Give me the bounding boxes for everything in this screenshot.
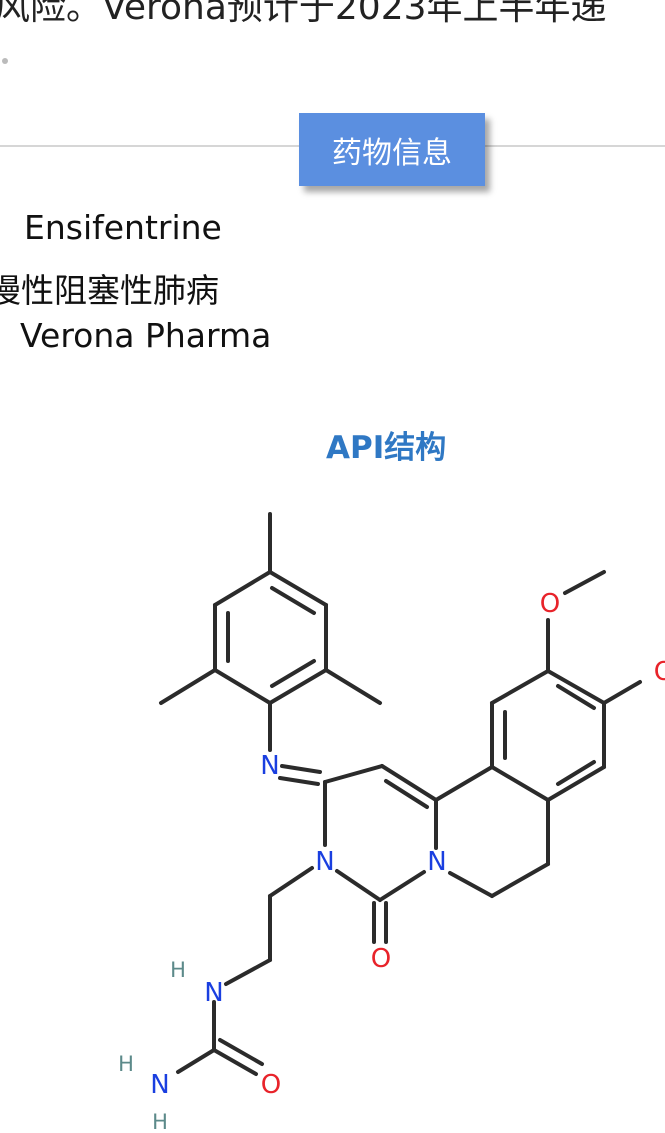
atom-nh-h: H bbox=[170, 958, 186, 982]
drug-indication: 慢性阻塞性肺病 bbox=[0, 271, 219, 310]
section-divider-left bbox=[0, 145, 299, 147]
pyrimidinone-ring bbox=[278, 764, 438, 944]
atom-n-imine: N bbox=[260, 751, 279, 781]
atom-labels: N N N O O O H N H N H O bbox=[118, 589, 665, 1133]
drug-name: Ensifentrine bbox=[24, 208, 222, 247]
atom-n-ring1: N bbox=[315, 847, 334, 877]
atom-nh2-h: H bbox=[118, 1052, 134, 1076]
atom-nh-n: N bbox=[204, 978, 223, 1008]
mesityl-group bbox=[159, 512, 382, 752]
api-structure-title: API结构 bbox=[326, 430, 447, 466]
section-divider-right bbox=[485, 145, 665, 147]
atom-o-methoxy2: O bbox=[654, 657, 665, 687]
atom-o-methoxy1: O bbox=[540, 589, 560, 619]
atom-n-ring2: N bbox=[427, 847, 446, 877]
atom-o-urea: O bbox=[261, 1070, 281, 1100]
section-header-drug-info: 药物信息 bbox=[299, 113, 485, 186]
atom-nh2-h2: H bbox=[152, 1110, 168, 1133]
ethyl-urea-chain bbox=[176, 866, 314, 1076]
top-text-line: 风险。Verona预计于2023年上半年递 bbox=[0, 0, 607, 28]
atom-nh2-n: N bbox=[150, 1070, 169, 1100]
drug-company: Verona Pharma bbox=[20, 316, 272, 355]
dihydroisoquinoline-ring bbox=[434, 570, 642, 898]
atom-o-carbonyl: O bbox=[371, 944, 391, 974]
decorative-dot bbox=[2, 58, 8, 64]
